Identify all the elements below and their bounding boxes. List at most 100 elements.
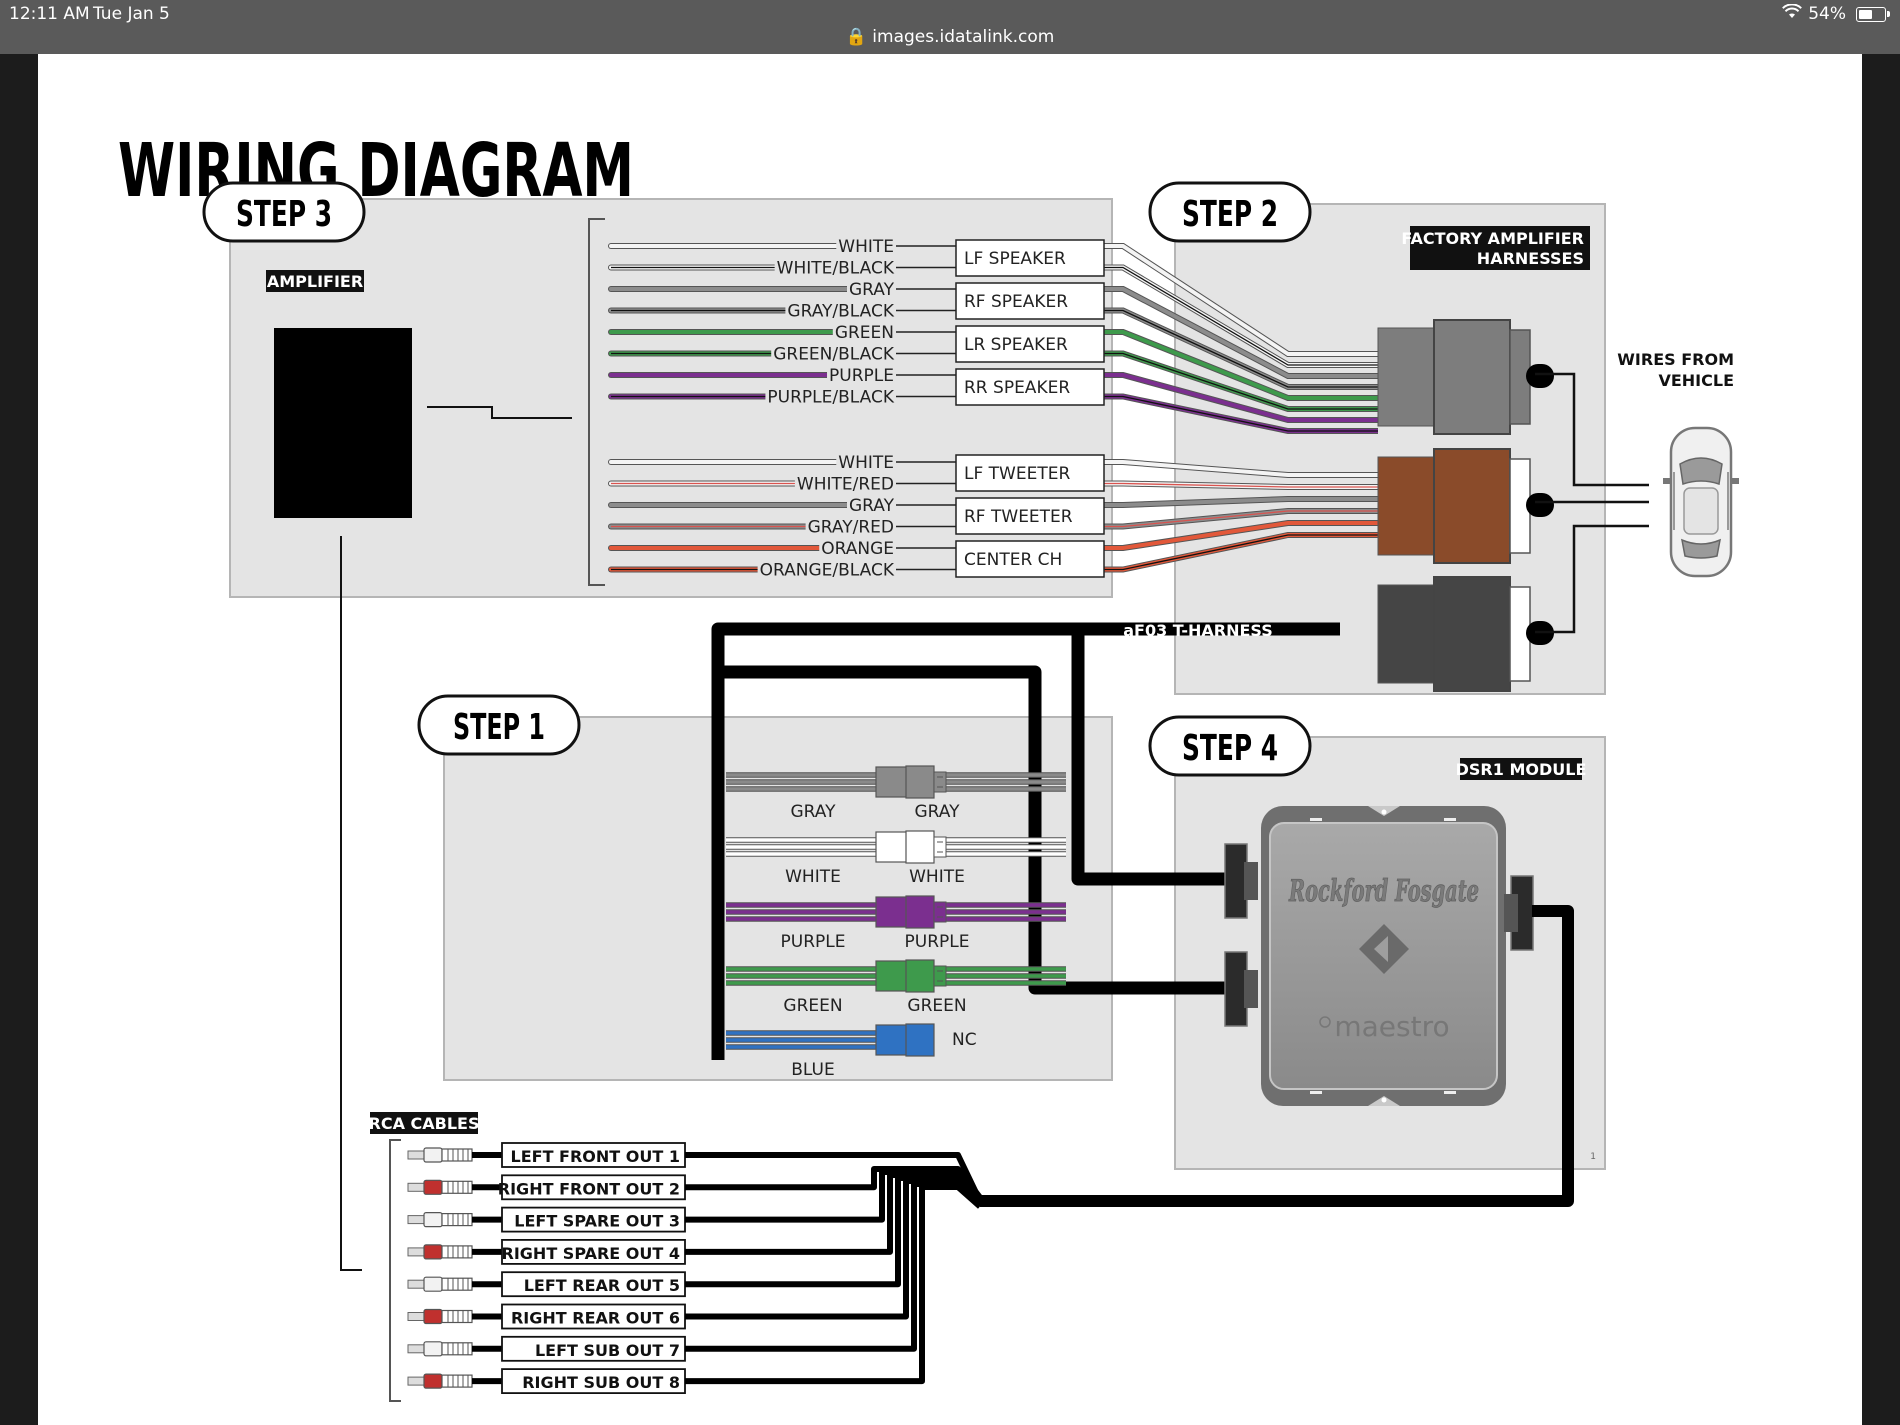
tweeter-wire-label: WHITE bbox=[838, 453, 894, 473]
factory-tag-line1: FACTORY AMPLIFIER bbox=[1401, 229, 1584, 248]
car-icon bbox=[1663, 426, 1739, 578]
rca-output-label: RIGHT SPARE OUT 4 bbox=[502, 1244, 680, 1263]
rca-tag-bg bbox=[370, 1112, 478, 1134]
step3-label: STEP 3 bbox=[236, 194, 332, 235]
rca-output-label: LEFT SUB OUT 7 bbox=[535, 1341, 680, 1360]
step3-pill: STEP 3 bbox=[202, 181, 366, 243]
step1-left-label: GRAY bbox=[791, 802, 837, 822]
connector-male bbox=[875, 896, 909, 928]
tweeter-wires: WHITEWHITE/REDGRAYGRAY/REDORANGEORANGE/B… bbox=[608, 453, 1378, 581]
rca-output-right-sub-out-8: RIGHT SUB OUT 8 bbox=[407, 1184, 982, 1394]
amplifier-wire-lead bbox=[427, 406, 572, 419]
tweeter-box-lf-tweeter: LF TWEETER bbox=[955, 454, 1105, 492]
status-date: Tue Jan 5 bbox=[93, 4, 170, 24]
connector-female bbox=[905, 1023, 935, 1057]
speaker-wire-label: PURPLE/BLACK bbox=[767, 388, 894, 408]
dsr1-tag: DSR1 MODULE bbox=[1456, 760, 1587, 779]
step1-left-label: WHITE bbox=[785, 867, 841, 887]
connector-female bbox=[905, 830, 935, 864]
step1-right-label: PURPLE bbox=[905, 932, 970, 952]
tweeter-wire-label: GRAY/RED bbox=[808, 518, 894, 538]
step1-right-label: GREEN bbox=[907, 996, 966, 1016]
t-harness-label: aF03 T-HARNESS bbox=[1123, 621, 1273, 640]
address-bar[interactable]: 🔒 images.idatalink.com bbox=[0, 27, 1900, 47]
tweeter-wire-label: ORANGE bbox=[821, 539, 894, 559]
status-time: 12:11 AM bbox=[9, 4, 90, 24]
wire-group-bracket bbox=[588, 218, 605, 586]
speaker-box-rf-speaker: RF SPEAKER bbox=[955, 282, 1105, 320]
speaker-wire-purple-black: PURPLE/BLACK bbox=[608, 387, 1378, 434]
rca-output-label: LEFT FRONT OUT 1 bbox=[511, 1147, 680, 1166]
rca-output-label: LEFT REAR OUT 5 bbox=[524, 1276, 680, 1295]
connector-female bbox=[905, 959, 935, 993]
document-page: WIRING DIAGRAM STEP 3 STEP 2 STEP 1 STEP… bbox=[38, 54, 1862, 1425]
factory-tag-line2: HARNESSES bbox=[1477, 249, 1584, 268]
factory-connector-3 bbox=[1377, 576, 1554, 692]
rca-output-right-spare-out-4: RIGHT SPARE OUT 4 bbox=[407, 1172, 983, 1265]
step2-label: STEP 2 bbox=[1182, 194, 1278, 235]
status-right: 54% bbox=[1782, 3, 1890, 24]
tweeter-wire-orange-black: ORANGE/BLACK bbox=[608, 532, 1378, 581]
amplifier-box bbox=[274, 328, 412, 518]
rca-output-left-sub-out-7: LEFT SUB OUT 7 bbox=[407, 1181, 983, 1362]
step1-pair-purple: PURPLE PURPLE bbox=[726, 895, 1066, 952]
speaker-wire-green: GREEN bbox=[608, 323, 1378, 401]
battery-icon bbox=[1856, 6, 1890, 22]
speaker-wire-white-black: WHITE/BLACK bbox=[608, 258, 1378, 368]
connector-male bbox=[875, 766, 909, 798]
step1-left-label: BLUE bbox=[791, 1060, 834, 1080]
speaker-wire-white: WHITE bbox=[608, 237, 1378, 357]
connector-male bbox=[875, 1024, 909, 1056]
speaker-wire-green-black: GREEN/BLACK bbox=[608, 344, 1378, 412]
status-bar: 12:11 AM Tue Jan 5 🔒 images.idatalink.co… bbox=[0, 0, 1900, 54]
factory-connector-2 bbox=[1377, 448, 1554, 564]
tweeter-box-label: CENTER CH bbox=[964, 550, 1062, 570]
lock-icon: 🔒 bbox=[845, 27, 867, 47]
wires-from-vehicle-line2: VEHICLE bbox=[1658, 371, 1734, 390]
speaker-wire-label: PURPLE bbox=[829, 366, 894, 386]
speaker-box-lf-speaker: LF SPEAKER bbox=[955, 239, 1105, 277]
wiring-diagram: WIRING DIAGRAM STEP 3 STEP 2 STEP 1 STEP… bbox=[118, 128, 1739, 1402]
factory-connectors bbox=[1377, 319, 1554, 692]
step1-panel bbox=[443, 716, 1113, 1081]
speaker-wire-gray-black: GRAY/BLACK bbox=[608, 301, 1378, 390]
wifi-icon bbox=[1782, 3, 1803, 24]
speaker-wire-label: GREEN bbox=[835, 323, 894, 343]
connector-male bbox=[875, 831, 909, 863]
tweeter-box-label: LF TWEETER bbox=[964, 464, 1070, 484]
url-text: images.idatalink.com bbox=[872, 27, 1055, 47]
step1-pill: STEP 1 bbox=[417, 694, 581, 756]
tweeter-wire-gray: GRAY bbox=[608, 496, 1378, 516]
step1-label: STEP 1 bbox=[453, 707, 545, 748]
speaker-wires: WHITEWHITE/BLACKGRAYGRAY/BLACKGREENGREEN… bbox=[608, 237, 1378, 434]
speaker-wire-label: GREEN/BLACK bbox=[773, 345, 895, 365]
tweeter-box-label: RF TWEETER bbox=[964, 507, 1073, 527]
step4-pill: STEP 4 bbox=[1148, 715, 1312, 777]
factory-tag-bg bbox=[1410, 226, 1590, 270]
amplifier-tag-bg bbox=[266, 270, 364, 292]
tweeter-box-center-ch: CENTER CH bbox=[955, 540, 1105, 578]
rca-bracket bbox=[389, 1139, 401, 1402]
tweeter-wire-label: WHITE/RED bbox=[797, 475, 894, 495]
page-number: 1 bbox=[1590, 1152, 1596, 1162]
rca-output-label: RIGHT FRONT OUT 2 bbox=[498, 1179, 680, 1198]
rca-output-left-rear-out-5: LEFT REAR OUT 5 bbox=[407, 1175, 983, 1298]
speaker-wire-gray: GRAY bbox=[608, 280, 1378, 379]
wires-from-vehicle-line1: WIRES FROM bbox=[1617, 350, 1734, 369]
step1-left-label: PURPLE bbox=[781, 932, 846, 952]
tweeter-wire-gray-red: GRAY/RED bbox=[608, 508, 1378, 538]
dsr1-module: Rockford Fosgate maestro bbox=[1224, 806, 1534, 1106]
speaker-wire-purple: PURPLE bbox=[608, 366, 1378, 423]
speaker-wire-label: GRAY/BLACK bbox=[787, 302, 894, 322]
dsr1-tag-bg bbox=[1460, 758, 1582, 780]
tweeter-box-rf-tweeter: RF TWEETER bbox=[955, 497, 1105, 535]
tweeter-wire-label: ORANGE/BLACK bbox=[760, 561, 895, 581]
step4-label: STEP 4 bbox=[1182, 728, 1278, 769]
speaker-box-rr-speaker: RR SPEAKER bbox=[955, 368, 1105, 406]
